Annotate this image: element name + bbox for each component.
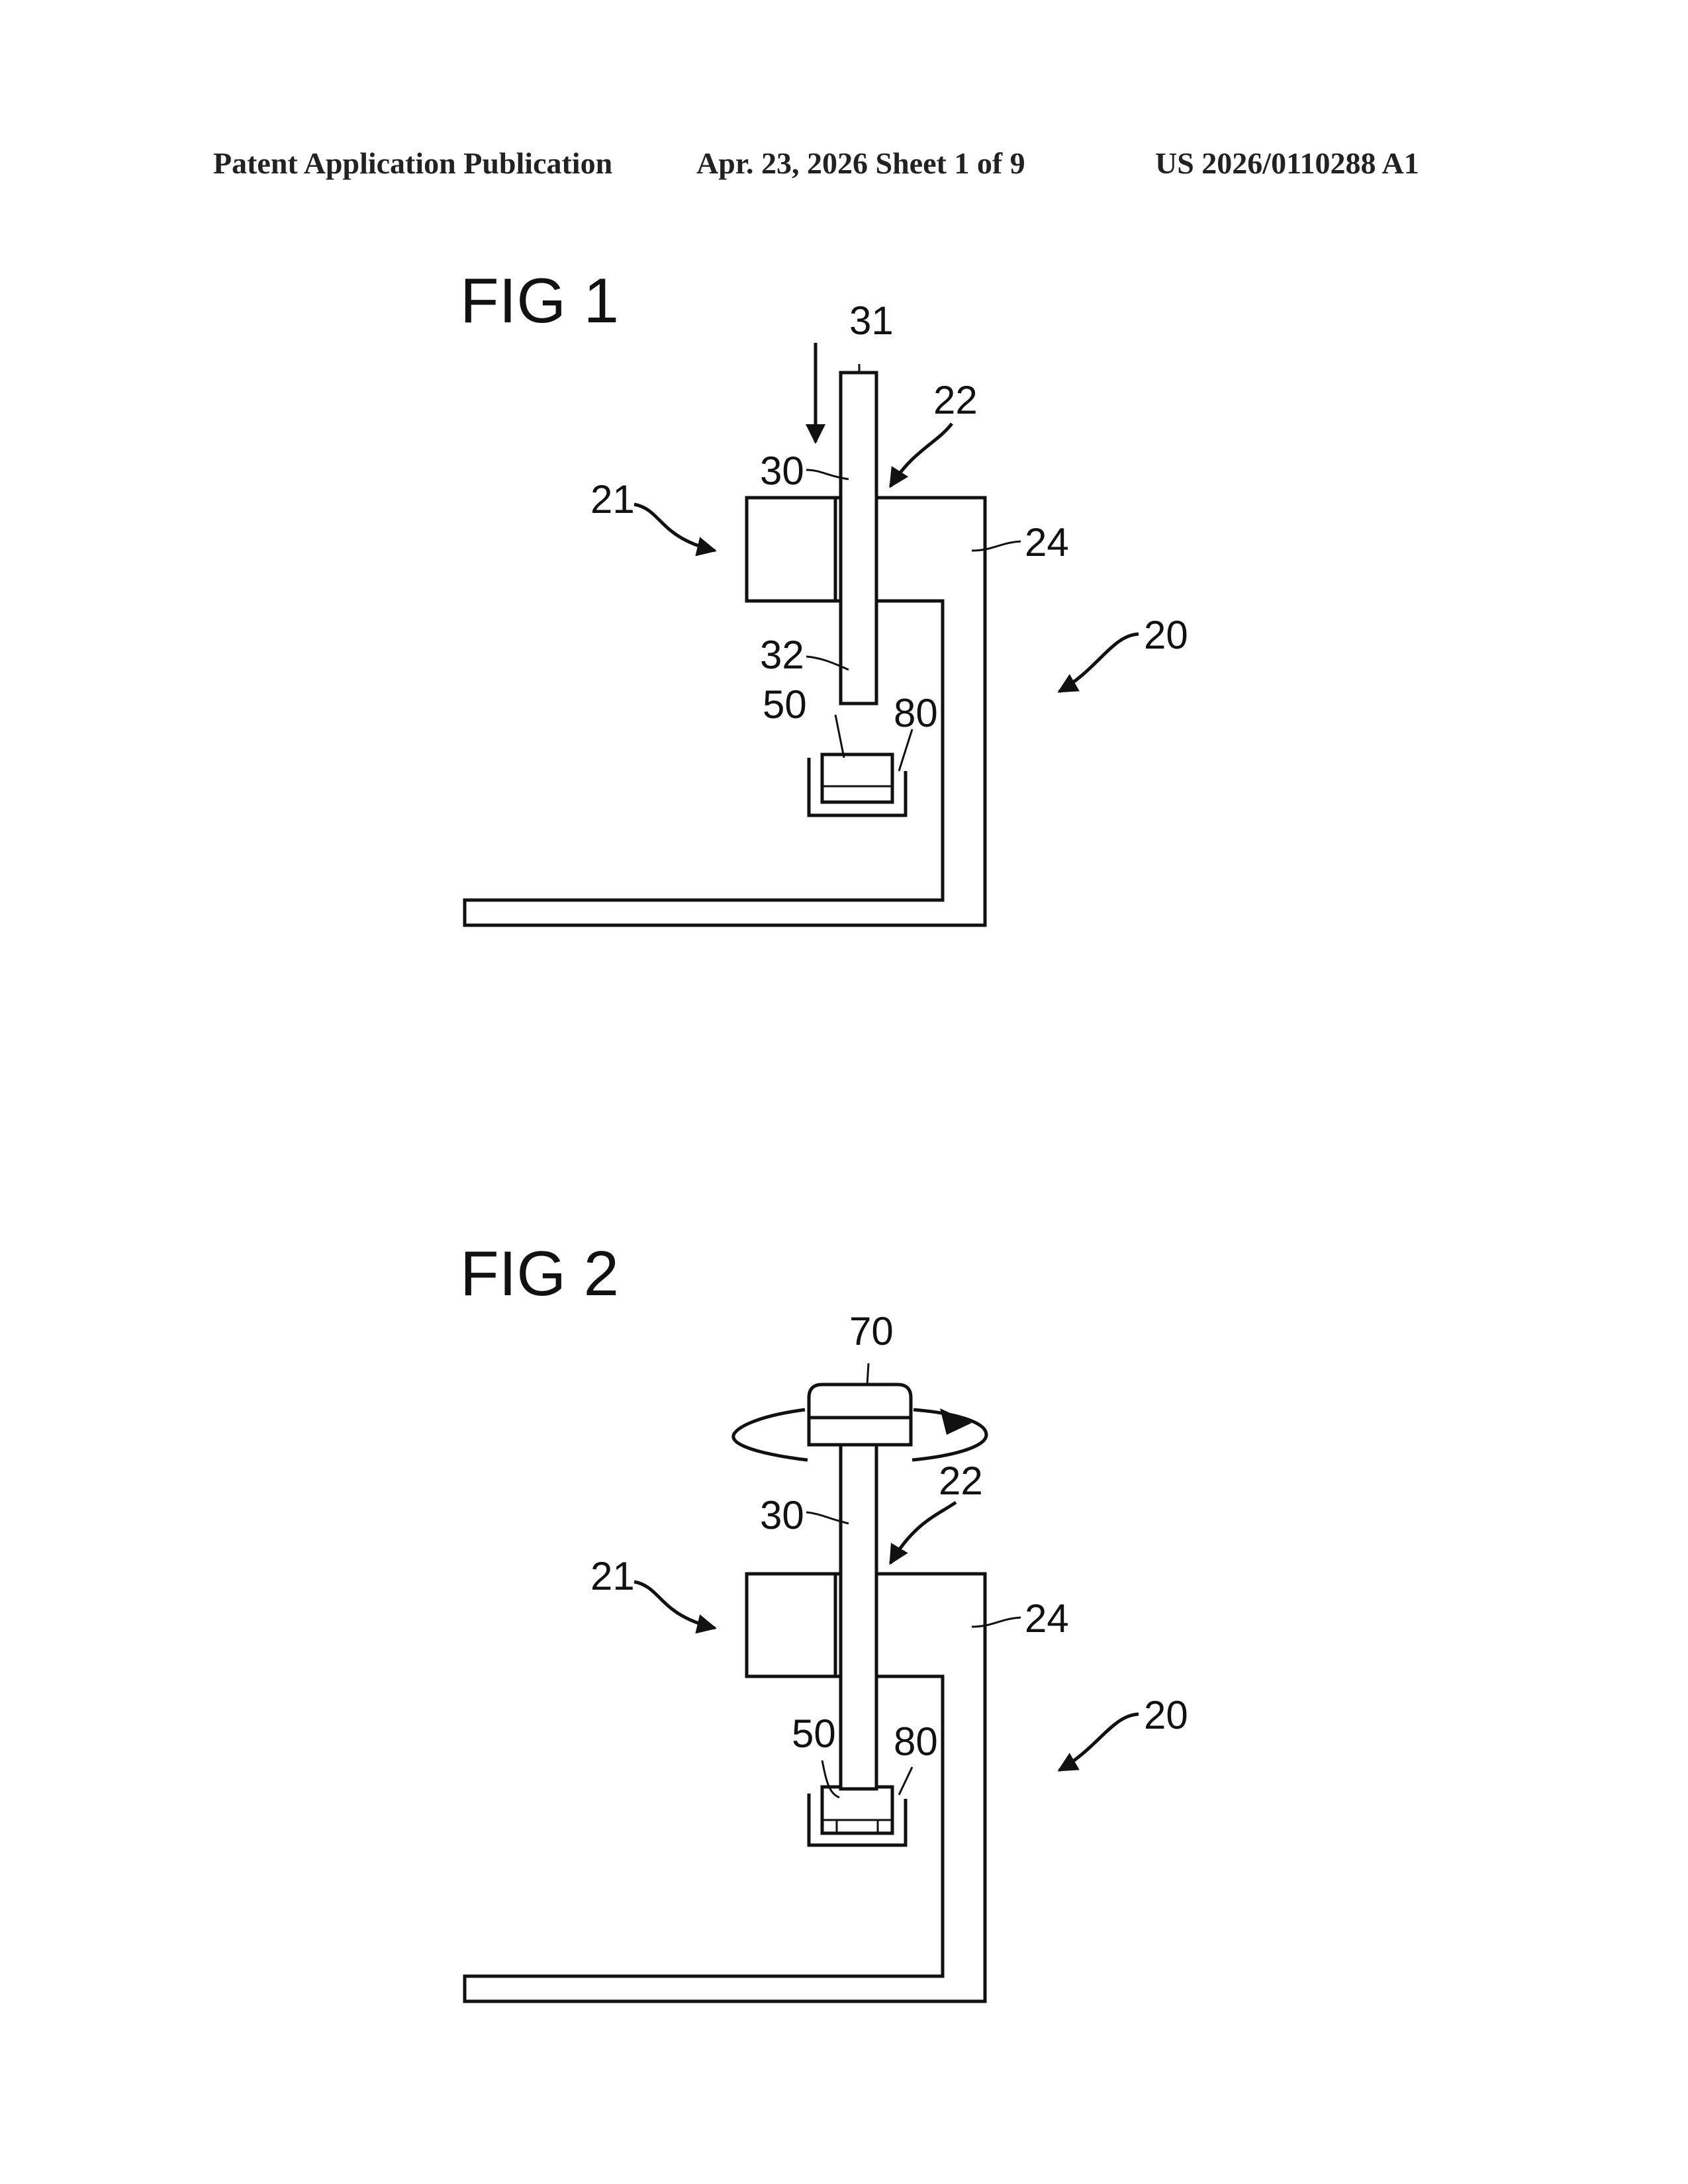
guide-block-21 [747, 498, 835, 601]
ref-70: 70 [849, 1309, 894, 1353]
ref-32: 32 [760, 633, 804, 677]
part-50 [822, 754, 892, 802]
guide-block-21 [747, 1574, 835, 1676]
figure-2-title: FIG 2 [460, 1238, 619, 1309]
ref-20: 20 [1144, 1693, 1188, 1737]
ref-22: 22 [933, 378, 978, 422]
tool-70 [809, 1385, 911, 1445]
arrow-21 [634, 1582, 715, 1628]
ref-21: 21 [590, 1554, 635, 1598]
rotation-arrow-head [940, 1408, 972, 1435]
ref-80: 80 [894, 1719, 938, 1764]
figure-1-title: FIG 1 [460, 265, 619, 336]
ref-30: 30 [760, 1493, 804, 1537]
ref-50: 50 [792, 1711, 836, 1756]
arrow-22 [890, 424, 952, 486]
shaft-30 [841, 373, 876, 704]
ref-24: 24 [1025, 520, 1069, 565]
ref-21: 21 [590, 477, 635, 522]
ref-30: 30 [760, 449, 804, 493]
ref-20: 20 [1144, 613, 1188, 657]
ref-31: 31 [849, 298, 894, 343]
ref-22: 22 [939, 1459, 983, 1503]
figure-2: FIG 2 70 30 22 21 24 [460, 1238, 1188, 2001]
arrow-20 [1059, 634, 1139, 692]
rotation-arrow-left [733, 1410, 808, 1460]
housing-20 [465, 1574, 985, 2001]
ref-80: 80 [894, 691, 938, 735]
figure-1: FIG 1 31 22 30 21 24 20 32 50 80 [460, 265, 1188, 925]
ref-50: 50 [763, 682, 807, 727]
arrow-21 [634, 504, 715, 551]
ref-24: 24 [1025, 1596, 1069, 1641]
arrow-20 [1059, 1714, 1139, 1770]
arrow-22 [890, 1502, 956, 1563]
shaft-30 [841, 1445, 876, 1789]
